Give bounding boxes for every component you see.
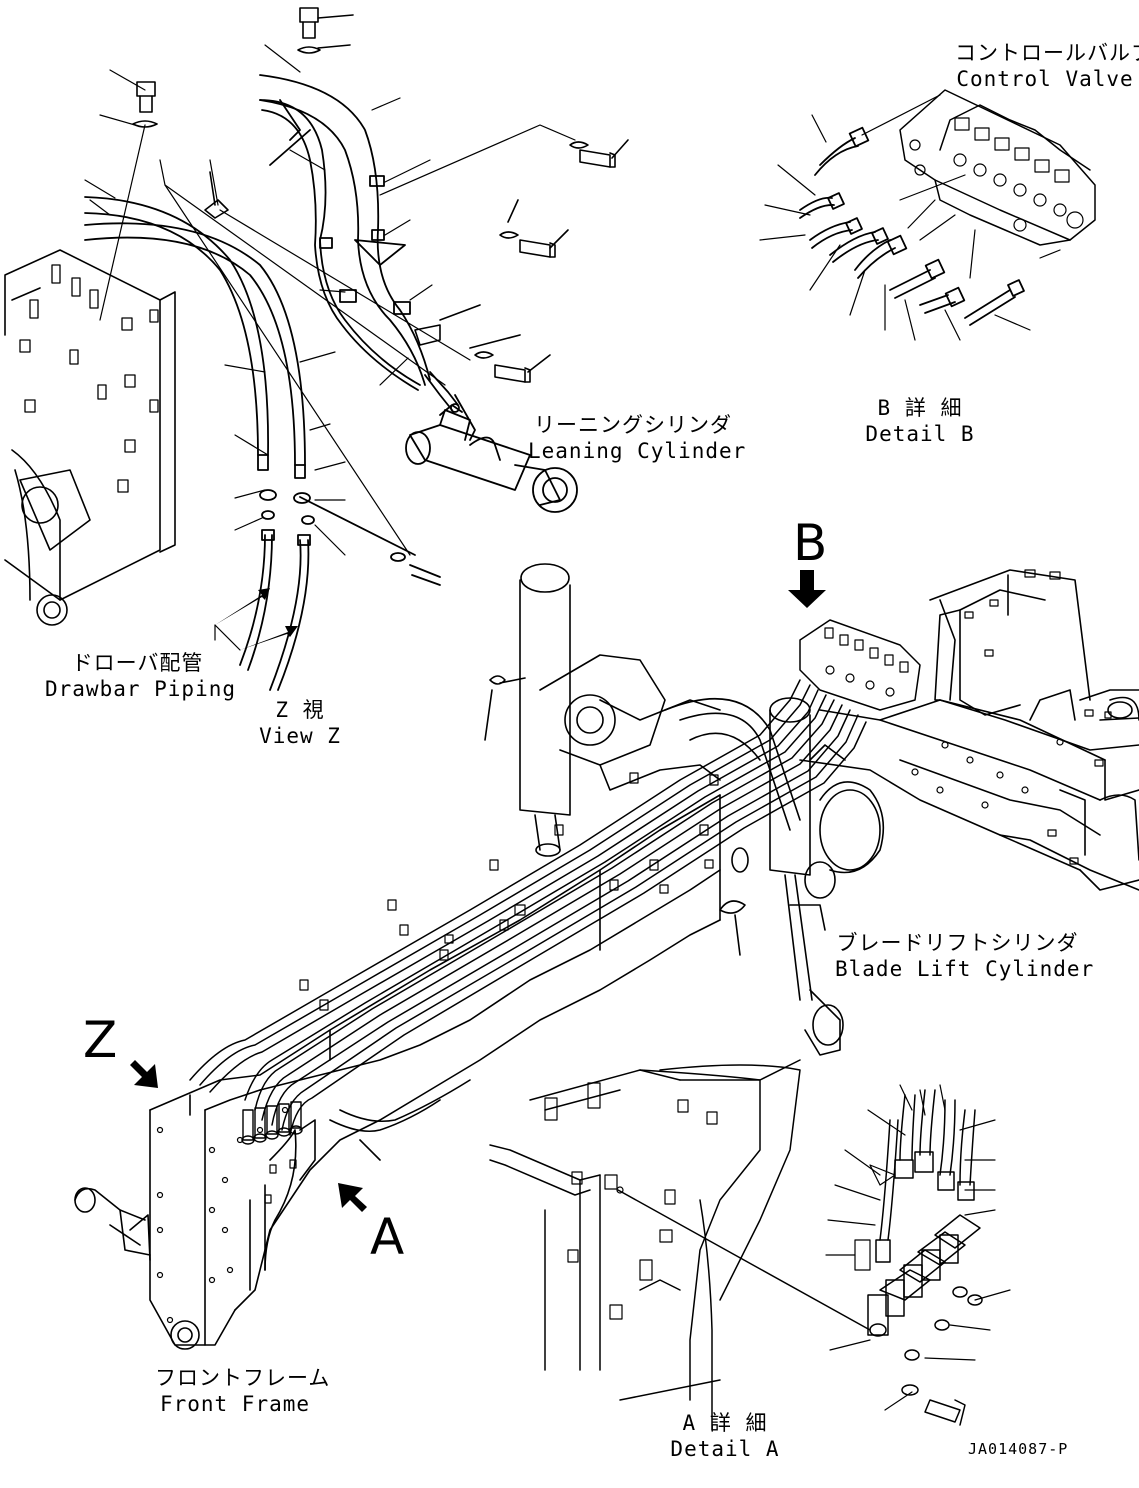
arrow-a-icon bbox=[338, 1183, 367, 1212]
control-valve-hoses bbox=[799, 126, 1025, 326]
drawbar-arrows bbox=[215, 588, 298, 650]
beam-hose-bundle bbox=[189, 679, 867, 1145]
blade-lift-cylinder bbox=[719, 697, 885, 1056]
view-z-bracket bbox=[4, 249, 176, 626]
blade-lift-cylinder-label-jp: ブレードリフトシリンダ bbox=[836, 931, 1079, 955]
drawbar-piping-label: ドローバ配管 Drawbar Piping bbox=[45, 650, 237, 702]
leader-lines-leaning bbox=[209, 44, 576, 431]
detail-b-label-en: Detail B bbox=[865, 422, 975, 446]
arrow-z-icon bbox=[130, 1060, 158, 1088]
view-marker-b: B bbox=[793, 514, 828, 572]
view-z-label-en: View Z bbox=[259, 724, 341, 748]
front-frame-beam bbox=[149, 772, 721, 1350]
detail-a-frame bbox=[489, 1059, 871, 1431]
drawbar-piping-label-en: Drawbar Piping bbox=[45, 677, 237, 701]
view-z-label: Z 視 View Z bbox=[255, 697, 345, 749]
front-frame-bracket bbox=[74, 1187, 151, 1261]
view-marker-a: A bbox=[370, 1208, 405, 1266]
bolt-icon bbox=[132, 7, 354, 128]
leaning-cylinder bbox=[405, 394, 578, 513]
detail-b-label: B 詳 細 Detail B bbox=[860, 395, 980, 447]
machine-control-valve bbox=[799, 619, 921, 711]
drawbar-piping-label-jp: ドローバ配管 bbox=[71, 651, 204, 675]
detail-a-fittings bbox=[867, 1089, 983, 1426]
detail-b-label-jp: B 詳 細 bbox=[877, 396, 963, 420]
detail-a-label: A 詳 細 Detail A bbox=[665, 1410, 785, 1462]
leader-lines-detail-b bbox=[759, 94, 1061, 341]
arrow-b-icon bbox=[788, 570, 826, 608]
machine-leaning-cylinder bbox=[484, 563, 801, 873]
control-valve-label: コントロールバルブ Control Valve bbox=[955, 40, 1139, 92]
front-frame-label: フロントフレーム Front Frame bbox=[155, 1365, 331, 1417]
bolt-icon bbox=[204, 139, 629, 383]
detail-a-label-jp: A 詳 細 bbox=[682, 1411, 768, 1435]
detail-a-label-en: Detail A bbox=[670, 1437, 780, 1461]
control-valve-label-en: Control Valve bbox=[956, 67, 1134, 91]
drawbar-leaders bbox=[214, 624, 241, 651]
leader-lines-detail-a bbox=[825, 1084, 1011, 1411]
front-frame-label-en: Front Frame bbox=[159, 1392, 311, 1416]
drawbar-hoses bbox=[84, 196, 441, 691]
leaning-cylinder-hoses bbox=[259, 74, 459, 411]
leaning-cylinder-label: リーニングシリンダ Leaning Cylinder bbox=[528, 412, 747, 464]
rear-frame bbox=[799, 569, 1139, 891]
leaning-cylinder-label-en: Leaning Cylinder bbox=[528, 439, 747, 463]
view-marker-z: Z bbox=[83, 1011, 118, 1069]
view-z-label-jp: Z 視 bbox=[275, 698, 325, 722]
view-arrows bbox=[130, 570, 826, 1212]
control-valve-detail bbox=[899, 89, 1096, 246]
leaning-cylinder-label-jp: リーニングシリンダ bbox=[534, 413, 732, 437]
blade-lift-cylinder-label: ブレードリフトシリンダ Blade Lift Cylinder bbox=[835, 930, 1095, 982]
drawing-code: JA014087-P bbox=[968, 1440, 1069, 1458]
control-valve-label-jp: コントロールバルブ bbox=[955, 41, 1139, 65]
front-frame-label-jp: フロントフレーム bbox=[155, 1366, 331, 1390]
blade-lift-cylinder-label-en: Blade Lift Cylinder bbox=[835, 957, 1095, 981]
